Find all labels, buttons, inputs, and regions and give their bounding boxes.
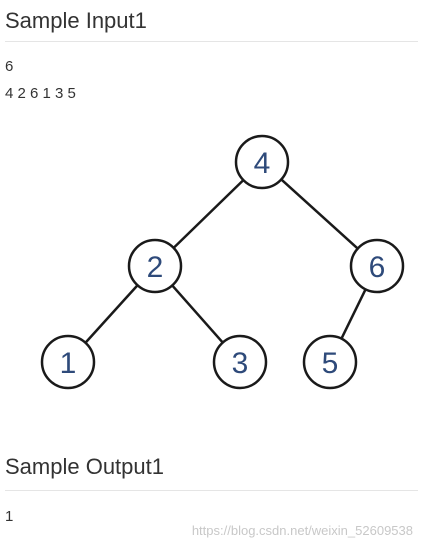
sample-output-divider <box>5 490 418 491</box>
tree-node-label: 1 <box>60 347 77 380</box>
tree-node-6: 6 <box>349 238 405 294</box>
tree-node-4: 4 <box>234 134 290 190</box>
sample-output-heading: Sample Output1 <box>5 454 164 479</box>
tree-node-circle <box>127 238 183 294</box>
binary-tree-diagram: 4 2 6 1 3 5 <box>40 134 405 390</box>
tree-node-circle <box>234 134 290 190</box>
tree-node-circle <box>40 334 96 390</box>
tree-edge-n2-n1 <box>84 284 139 344</box>
tree-edges <box>84 178 367 344</box>
sample-input-line-2: 4 2 6 1 3 5 <box>5 85 76 102</box>
tree-node-circle <box>212 334 268 390</box>
tree-edge-n2-n3 <box>171 284 224 344</box>
sample-output-line-1: 1 <box>5 508 14 525</box>
tree-node-label: 5 <box>322 347 339 380</box>
sample-input-heading: Sample Input1 <box>5 8 147 33</box>
tree-node-label: 2 <box>147 251 164 284</box>
sample-input-divider <box>5 41 418 42</box>
sample-input-line-1: 6 <box>5 58 14 75</box>
tree-node-3: 3 <box>212 334 268 390</box>
tree-node-label: 4 <box>254 147 271 180</box>
tree-nodes: 4 2 6 1 3 5 <box>40 134 405 390</box>
tree-node-5: 5 <box>302 334 358 390</box>
tree-edge-n4-n6 <box>280 178 359 250</box>
tree-node-circle <box>302 334 358 390</box>
tree-node-1: 1 <box>40 334 96 390</box>
tree-node-label: 3 <box>232 347 249 380</box>
tree-edge-n4-n2 <box>172 179 245 249</box>
tree-node-2: 2 <box>127 238 183 294</box>
watermark-url: https://blog.csdn.net/weixin_52609538 <box>191 523 413 538</box>
tree-node-circle <box>349 238 405 294</box>
tree-node-label: 6 <box>369 251 386 284</box>
tree-edge-n6-n5 <box>340 288 367 340</box>
